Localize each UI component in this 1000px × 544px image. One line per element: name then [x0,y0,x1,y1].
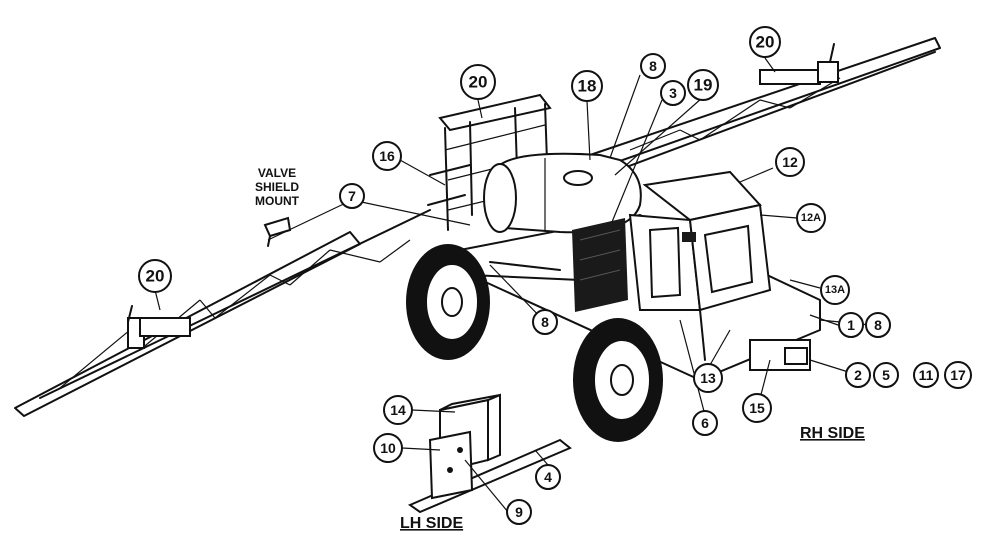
callout-16: 16 [372,141,402,171]
callout-8-left: 8 [532,309,558,335]
svg-text:20: 20 [469,73,488,92]
callout-5: 5 [873,362,899,388]
svg-text:20: 20 [756,33,775,52]
svg-text:12: 12 [782,154,798,170]
svg-text:11: 11 [919,367,934,383]
svg-text:8: 8 [649,58,657,74]
svg-text:9: 9 [515,504,523,520]
svg-text:16: 16 [379,148,395,164]
svg-text:20: 20 [146,267,165,286]
svg-text:5: 5 [882,367,890,383]
svg-text:3: 3 [669,85,677,101]
rh-side-label: RH SIDE [800,425,865,442]
callout-17: 17 [944,361,972,389]
callout-14: 14 [383,395,413,425]
lh-side-detail [407,393,572,514]
callout-20-left: 20 [138,259,172,293]
svg-text:18: 18 [578,77,597,96]
svg-text:1: 1 [847,317,855,333]
svg-text:13A: 13A [825,284,845,296]
callout-18: 18 [571,70,603,102]
valve-shield-bracket [263,216,292,247]
callout-7: 7 [339,183,365,209]
tank [483,152,642,234]
lh-side-label: LH SIDE [400,515,463,532]
valve-shield-label-line3: MOUNT [255,194,300,208]
callout-15: 15 [742,393,772,423]
callout-12: 12 [775,147,805,177]
callout-19: 19 [687,69,719,101]
right-wheel [573,318,663,442]
callout-13: 13 [693,363,723,393]
callout-12a: 12A [796,203,826,233]
svg-text:15: 15 [749,400,765,416]
callout-20-right: 20 [749,26,781,58]
callout-11: 11 [913,362,939,388]
valve-shield-label: VALVE SHIELD MOUNT [255,166,300,208]
svg-text:8: 8 [541,314,549,330]
valve-shield-label-line1: VALVE [258,166,296,180]
svg-text:6: 6 [701,415,709,431]
callout-8-right: 8 [865,312,891,338]
callout-1: 1 [838,312,864,338]
svg-text:17: 17 [950,367,966,383]
svg-text:19: 19 [694,76,713,95]
svg-text:10: 10 [380,440,396,456]
svg-text:4: 4 [544,469,552,485]
left-wheel [406,244,490,360]
cab [628,170,772,361]
callout-4: 4 [535,464,561,490]
callout-13a: 13A [820,275,850,305]
svg-text:8: 8 [874,317,882,333]
svg-text:7: 7 [348,188,356,204]
callout-20-top: 20 [460,64,496,100]
callout-3: 3 [660,80,686,106]
svg-text:14: 14 [390,402,406,418]
radiator [572,218,628,312]
boom-cradle [427,93,552,231]
callout-6: 6 [692,410,718,436]
callout-8-top: 8 [640,53,666,79]
callout-2: 2 [845,362,871,388]
leader-lines [154,57,871,513]
svg-text:12A: 12A [801,212,821,224]
valve-shield-label-line2: SHIELD [255,180,299,194]
svg-text:13: 13 [700,370,716,386]
svg-text:2: 2 [854,367,862,383]
callout-10: 10 [373,433,403,463]
left-boom [14,209,431,417]
callout-9: 9 [506,499,532,525]
